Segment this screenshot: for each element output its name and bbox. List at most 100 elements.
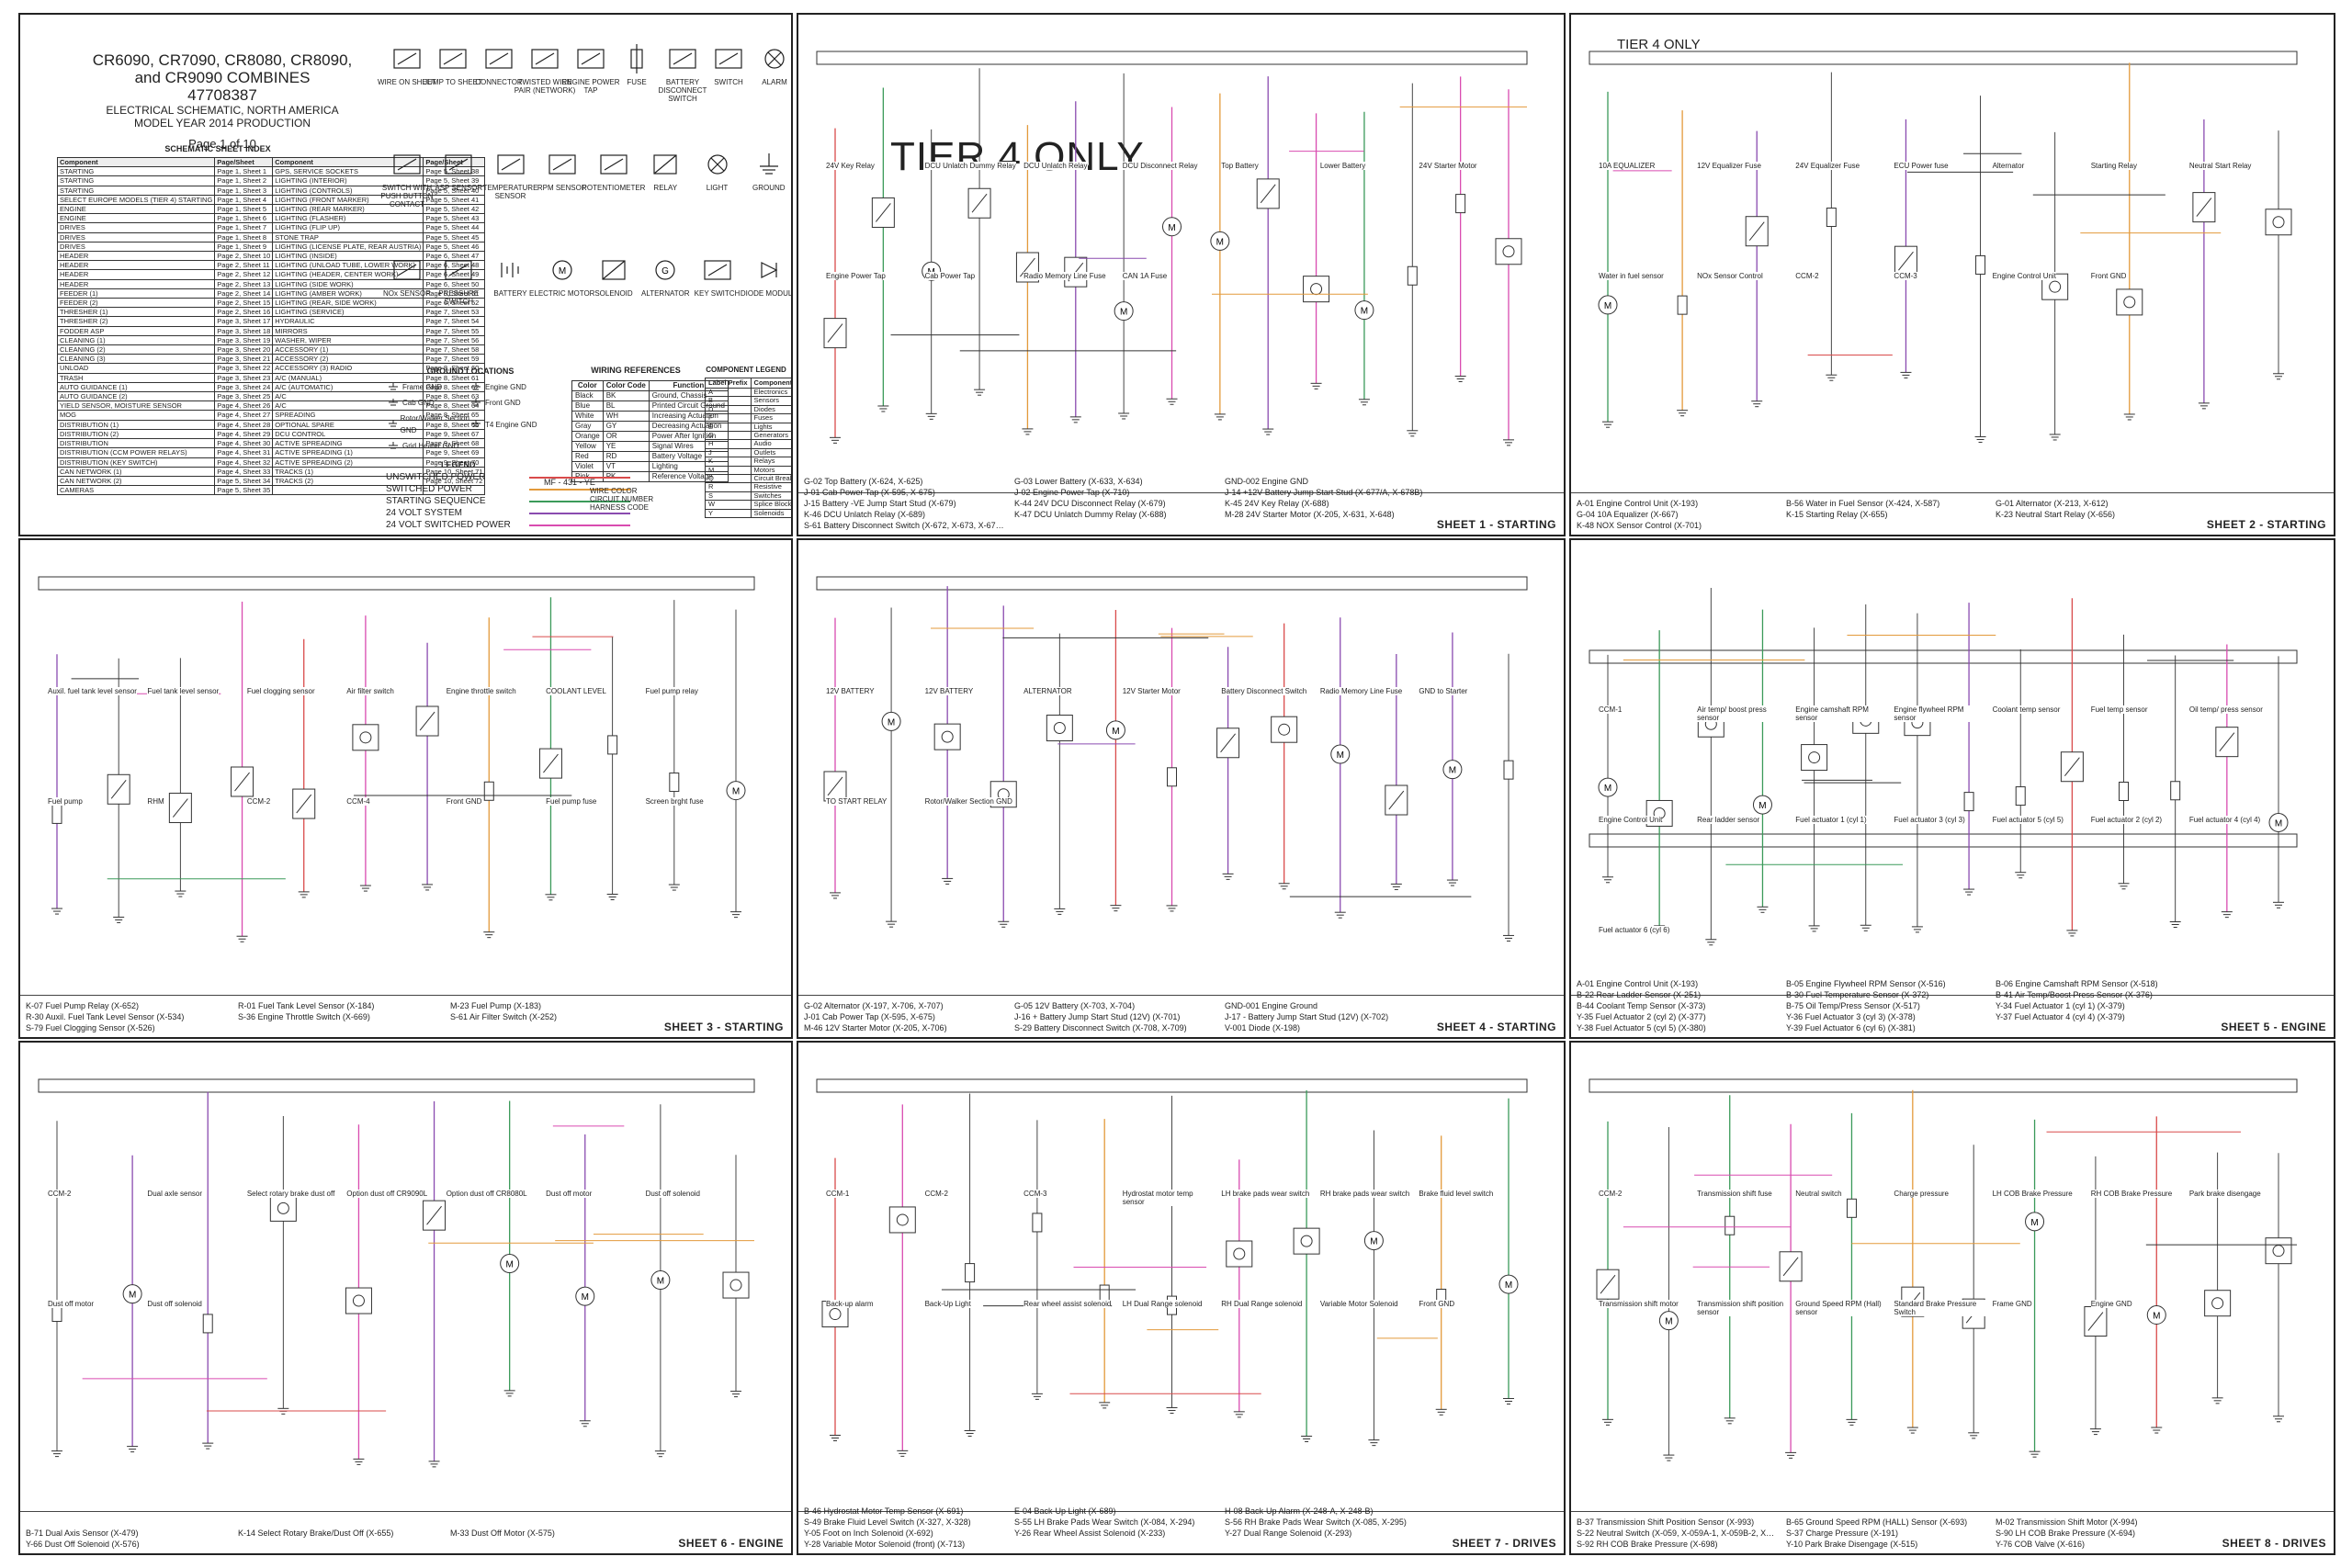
sheet-component-entry: GND-001 Engine Ground <box>1225 1001 1318 1010</box>
symbol-label: LIGHT <box>706 184 729 192</box>
component-label: TO START RELAY <box>826 797 888 806</box>
sheet-component-entry: Y-36 Fuel Actuator 3 (cyl 3) (X-378) <box>1786 1012 1916 1021</box>
component-cell: Y <box>705 508 752 519</box>
index-cell: HEADER <box>56 260 216 271</box>
ground-location-label: Rotor/Walker Section GND <box>400 414 469 434</box>
disconnect-icon <box>669 49 696 69</box>
sheet-component-entry: H-08 Back-Up Alarm (X-248-A, X-248-B) <box>1225 1506 1374 1516</box>
component-label: Variable Motor Solenoid <box>1319 1300 1398 1308</box>
component-label: Screen brght fuse <box>645 797 704 806</box>
svg-text:M: M <box>1120 308 1127 318</box>
component-label: Front GND <box>2090 272 2127 280</box>
component-label: Select rotary brake dust off <box>246 1190 335 1198</box>
symbol-label: SWITCH <box>714 78 743 86</box>
index-cell: Page 5, Sheet 34 <box>214 475 274 487</box>
sheet-component-entry: S-61 Battery Disconnect Switch (X-672, X… <box>804 521 1005 530</box>
control-module-bus <box>1589 1078 2298 1093</box>
svg-text:M: M <box>732 787 740 797</box>
ground-icon <box>389 420 397 427</box>
sensor-symbol <box>933 723 961 750</box>
svg-text:M: M <box>1758 801 1766 811</box>
sheet-component-entry: B-06 Engine Camshaft RPM Sensor (X-518) <box>1996 979 2158 988</box>
symbol-item: SWITCH <box>695 42 762 86</box>
component-label: Brake fluid level switch <box>1419 1190 1494 1198</box>
component-label: Engine Control Unit <box>1599 816 1663 824</box>
sheet-component-entry: Y-39 Fuel Actuator 6 (cyl 6) (X-381) <box>1786 1023 1916 1032</box>
sheet-component-entry: B-22 Rear Ladder Sensor (X-251) <box>1577 990 1702 999</box>
sheet-component-entry: M-46 12V Starter Motor (X-205, X-706) <box>804 1023 947 1032</box>
line-legend-item: 24 VOLT SWITCHED POWER <box>386 519 698 531</box>
symbol-label: ALARM <box>762 78 787 86</box>
component-label: Engine GND <box>2090 1300 2132 1308</box>
wiring-diagram: MM <box>816 1078 1528 1457</box>
component-label: CCM-4 <box>346 797 370 806</box>
component-label: Frame GND <box>1992 1300 2032 1308</box>
component-label: Fuel actuator 2 (cyl 2) <box>2090 816 2163 824</box>
sheet-component-entry: K-15 Starting Relay (X-655) <box>1786 510 1888 519</box>
line-legend-label: 24 VOLT SWITCHED POWER <box>386 520 511 530</box>
index-cell: Page 6, Sheet 47 <box>423 251 486 262</box>
index-cell: Page 8, Sheet 60 <box>423 363 486 374</box>
svg-text:M: M <box>1505 1280 1512 1291</box>
index-cell: Page 4, Sheet 28 <box>214 419 274 430</box>
symbol-label: RPM SENSOR <box>537 184 587 192</box>
component-label: LH COB Brake Pressure <box>1992 1190 2073 1198</box>
component-label: Engine Control Unit <box>1992 272 2056 280</box>
wiring-diagram: M <box>1589 51 2298 443</box>
index-cell: STARTING <box>56 185 216 196</box>
index-cell: Page 5, Sheet 43 <box>423 213 486 224</box>
ground-icon <box>471 420 481 427</box>
sheet-divider <box>1571 995 2334 996</box>
fuse-symbol <box>1407 265 1418 286</box>
ground-location-item: Cab GND <box>388 397 470 409</box>
component-label: CCM-2 <box>48 1190 72 1198</box>
sheet-component-entry: M-02 Transmission Shift Motor (X-994) <box>1996 1517 2138 1527</box>
component-label: Auxil. fuel tank level sensor <box>48 687 137 695</box>
index-cell: Page 1, Sheet 6 <box>214 213 274 224</box>
control-module-bus <box>1589 833 2298 848</box>
component-label: CCM-2 <box>246 797 271 806</box>
index-cell: LIGHTING (FLASHER) <box>272 213 424 224</box>
title-block: CR6090, CR7090, CR8080, CR8090, and CR90… <box>75 51 369 151</box>
index-cell: HEADER <box>56 251 216 262</box>
index-cell: MIRRORS <box>272 325 424 336</box>
sheet-component-entry: S-49 Brake Fluid Level Switch (X-327, X-… <box>804 1517 971 1527</box>
sheet-component-entry: S-37 Charge Pressure (X-191) <box>1786 1529 1899 1538</box>
component-label: Dust off solenoid <box>645 1190 701 1198</box>
component-label: Park brake disengage <box>2188 1190 2261 1198</box>
component-label: Rear ladder sensor <box>1697 816 1760 824</box>
sheet-footer-title: SHEET 1 - STARTING <box>1436 518 1556 531</box>
index-cell: Page 5, Sheet 45 <box>423 231 486 243</box>
ground-location-label: Grid Heater GND <box>402 442 459 450</box>
component-label: Engine throttle switch <box>446 687 516 695</box>
line-legend-title: LEGEND <box>441 460 476 469</box>
component-label: Transmission shift position sensor <box>1697 1300 1791 1316</box>
line-legend-label: UNSWITCHED POWER <box>386 472 486 482</box>
sheet-component-list: A-01 Engine Control Unit (X-193)B-56 Wat… <box>1577 498 2196 531</box>
sensor-symbol <box>1293 1227 1320 1255</box>
svg-text:M: M <box>1370 1237 1377 1247</box>
index-cell: TRASH <box>56 372 216 383</box>
component-header-cell: Component Type <box>750 378 791 389</box>
symbol-label: BATTERY <box>493 289 527 298</box>
sensor-symbol <box>888 1206 916 1234</box>
sheet-component-entry: Y-34 Fuel Actuator 1 (cyl 1) (X-379) <box>1996 1001 2125 1010</box>
tier-4-banner: TIER 4 ONLY <box>890 134 1145 179</box>
component-label: RH Dual Range solenoid <box>1221 1300 1303 1308</box>
fuse-symbol <box>1167 767 1177 787</box>
fuse-symbol <box>483 781 494 801</box>
component-cell: F <box>705 413 752 423</box>
symbol-label: RELAY <box>653 184 678 192</box>
index-cell: DRIVES <box>56 222 216 233</box>
component-label: CCM-2 <box>924 1190 948 1198</box>
index-cell: Page 4, Sheet 31 <box>214 447 274 458</box>
sheet-component-entry: G-03 Lower Battery (X-633, X-634) <box>1014 477 1143 486</box>
sensor-symbol <box>2116 288 2143 316</box>
symbol-label: ENGINE POWER TAP <box>561 78 620 95</box>
